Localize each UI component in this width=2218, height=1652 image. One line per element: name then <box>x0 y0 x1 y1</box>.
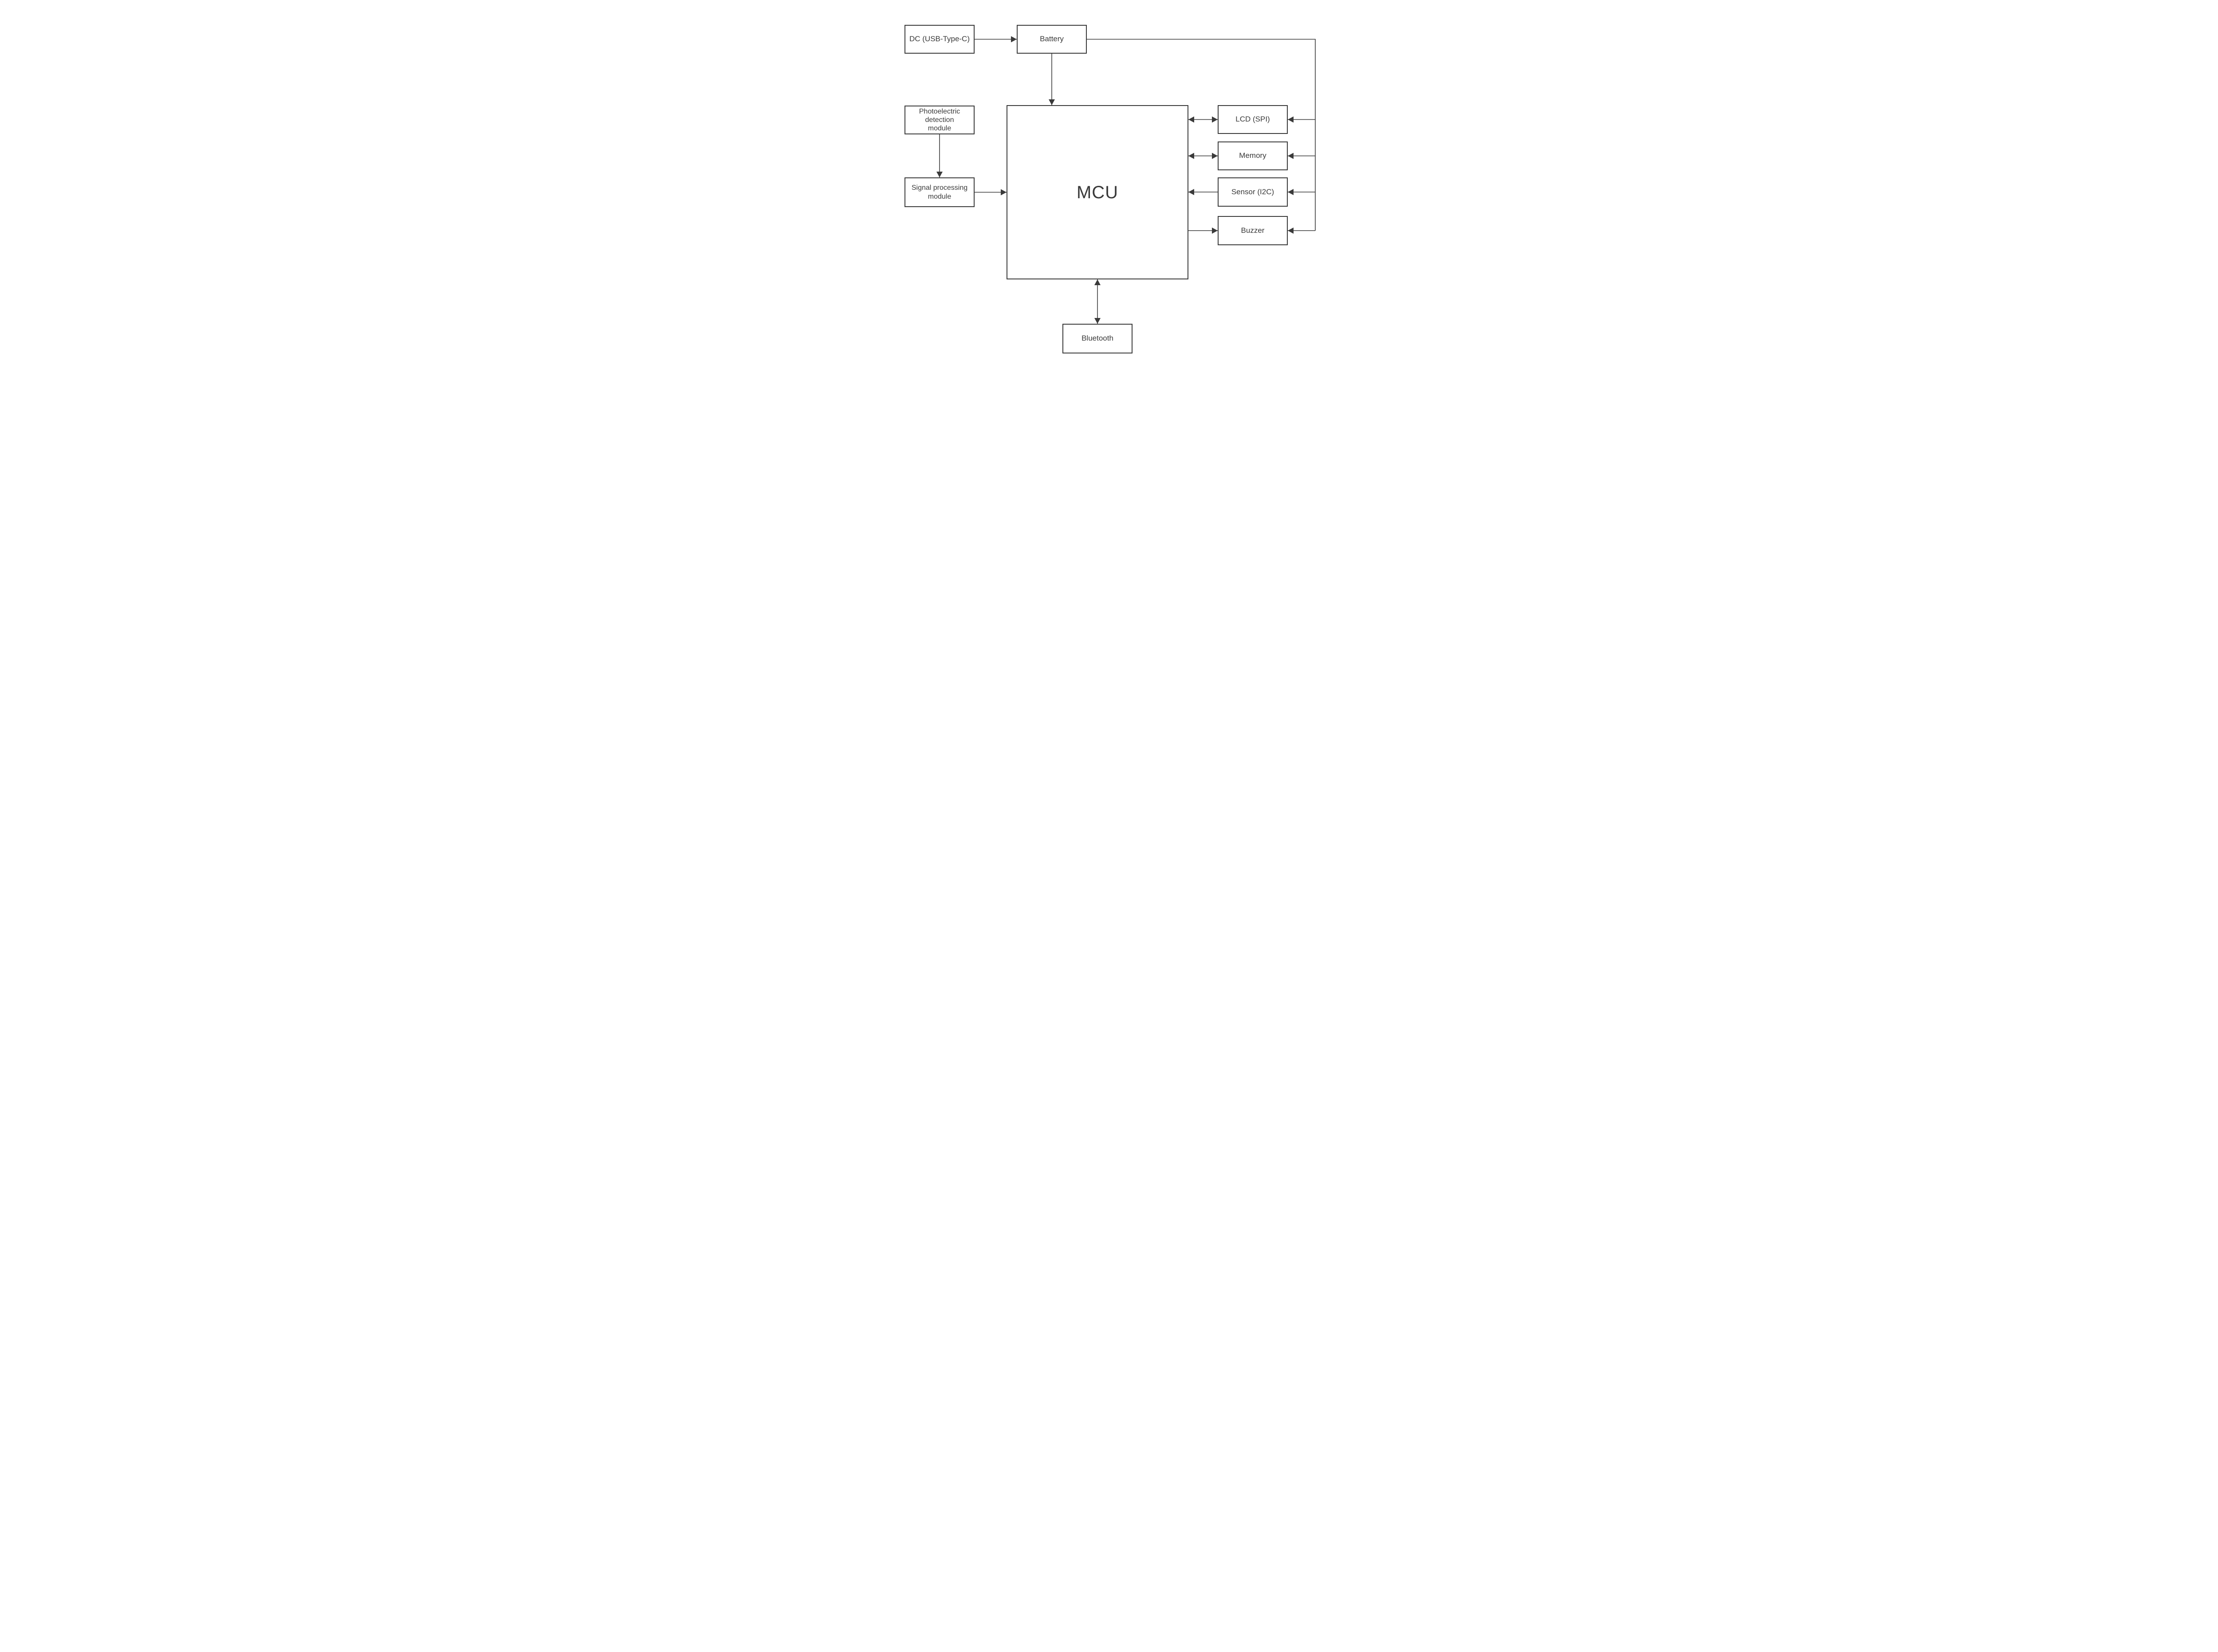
connector-lines <box>936 36 1316 324</box>
node-bluetooth: Bluetooth <box>1062 324 1133 353</box>
node-lcd-spi: LCD (SPI) <box>1218 105 1288 134</box>
node-memory: Memory <box>1218 141 1288 170</box>
node-sensor-i2c: Sensor (I2C) <box>1218 177 1288 207</box>
node-dc-usb-type-c: DC (USB-Type-C) <box>905 25 975 54</box>
node-photoelectric-detection-module: Photoelectric detection module <box>905 106 975 134</box>
node-buzzer: Buzzer <box>1218 216 1288 245</box>
diagram-canvas: DC (USB-Type-C) Battery Photoelectric de… <box>832 0 1386 413</box>
node-signal-processing-module: Signal processing module <box>905 177 975 207</box>
edge-power-rail <box>1087 39 1316 231</box>
node-mcu: MCU <box>1007 105 1188 279</box>
node-battery: Battery <box>1017 25 1087 54</box>
